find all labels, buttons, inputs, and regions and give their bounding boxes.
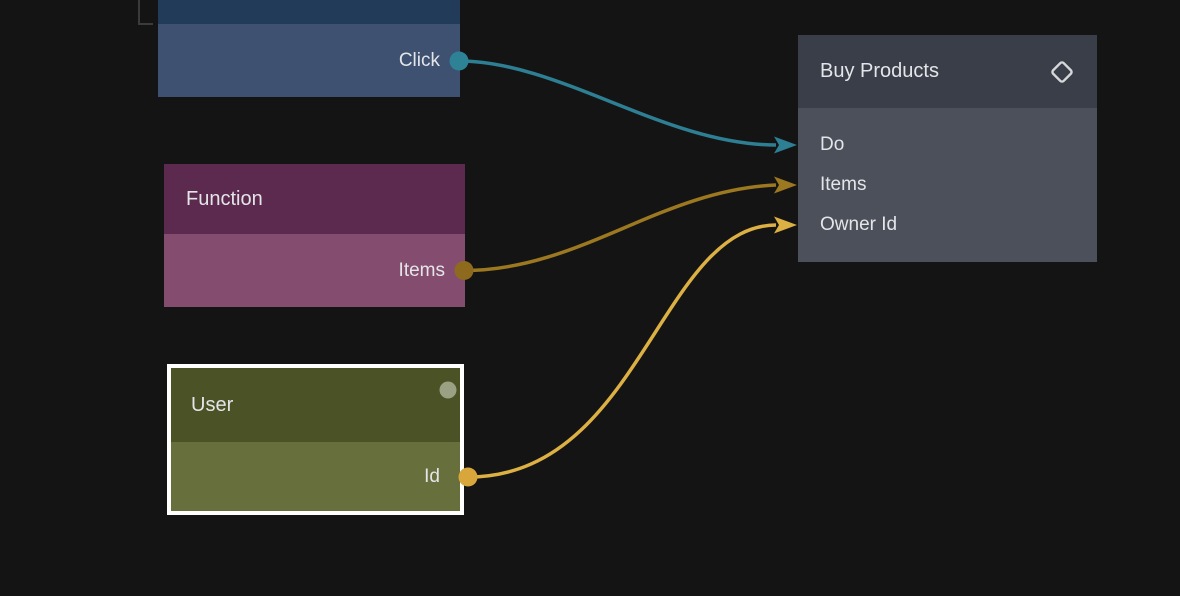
input-port-row-do[interactable]: Do <box>798 125 1097 165</box>
port-dot-click-output[interactable] <box>449 51 469 71</box>
output-port-row-items[interactable]: Items <box>164 234 465 307</box>
edge-arrowhead-items[interactable] <box>774 176 797 194</box>
output-port-row-id[interactable]: Id <box>171 442 460 511</box>
port-label-items-input: Items <box>820 174 867 195</box>
node-function-body: Items <box>164 234 465 307</box>
status-dot-icon <box>439 381 457 399</box>
node-buy-products-header[interactable]: Buy Products <box>798 35 1097 108</box>
port-label-items: Items <box>398 259 445 281</box>
node-event-header[interactable] <box>158 0 460 24</box>
node-user[interactable]: User Id <box>167 364 464 515</box>
edge-arrowhead-do[interactable] <box>774 136 797 154</box>
diamond-icon <box>1051 60 1073 83</box>
node-function-title: Function <box>186 187 263 210</box>
node-buy-products[interactable]: Buy Products Do Items Owner Id <box>798 35 1097 262</box>
edge-arrowhead-owner-id[interactable] <box>774 216 797 234</box>
node-buy-products-title: Buy Products <box>820 60 939 82</box>
port-dot-id-output[interactable] <box>458 467 478 487</box>
edge-items-to-items[interactable] <box>463 183 777 273</box>
port-label-do: Do <box>820 134 845 155</box>
output-port-row-click[interactable]: Click <box>158 24 460 97</box>
node-event-body: Click <box>158 24 460 97</box>
edge-click-to-do[interactable] <box>458 59 777 147</box>
port-label-click: Click <box>398 49 440 71</box>
node-event[interactable]: Click <box>158 0 460 97</box>
node-user-body: Id <box>171 442 460 511</box>
node-buy-products-body: Do Items Owner Id <box>798 108 1097 262</box>
node-user-title: User <box>191 393 234 416</box>
port-label-id: Id <box>424 465 440 487</box>
edge-id-to-owner-id[interactable] <box>467 223 777 479</box>
port-label-owner-id: Owner Id <box>820 214 898 235</box>
node-user-header[interactable]: User <box>171 368 460 442</box>
node-function[interactable]: Function Items <box>164 164 465 307</box>
input-port-row-owner-id[interactable]: Owner Id <box>798 205 1097 245</box>
node-function-header[interactable]: Function <box>164 164 465 234</box>
selection-corner-bracket <box>138 0 153 25</box>
input-port-row-items[interactable]: Items <box>798 165 1097 205</box>
port-dot-items-output[interactable] <box>454 261 474 280</box>
